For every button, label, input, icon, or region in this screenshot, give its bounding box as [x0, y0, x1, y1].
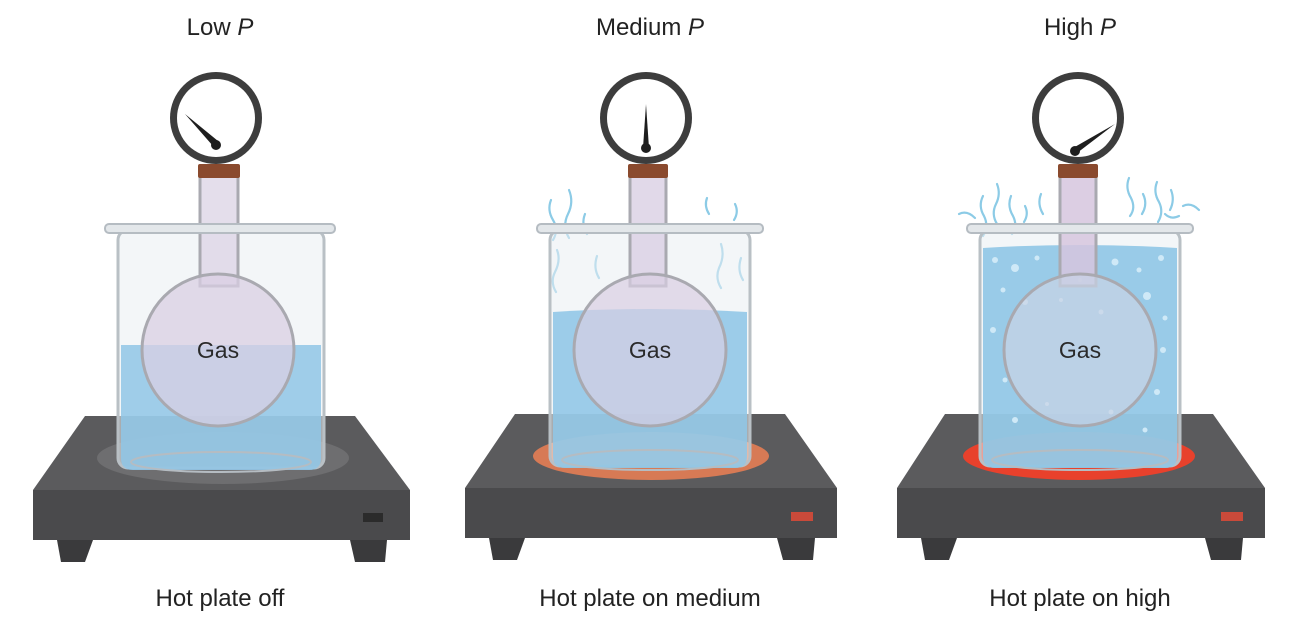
gas-label: Gas [629, 337, 671, 363]
title-prefix: Medium [595, 14, 682, 41]
stopper [1058, 164, 1098, 178]
apparatus-low: Gas [33, 72, 410, 562]
gauge-needle [643, 104, 649, 148]
pressure-symbol: P [237, 14, 254, 41]
apparatus-high: Gas [897, 72, 1265, 560]
plate-indicator-on [791, 512, 813, 521]
gas-label: Gas [197, 337, 239, 363]
gas-label: Gas [1059, 337, 1101, 363]
pressure-symbol: P [688, 14, 705, 41]
panel-caption: Hot plate off [155, 585, 285, 612]
title-prefix: High [1043, 14, 1094, 41]
pressure-gauge [600, 72, 692, 164]
gas-flask [572, 174, 728, 428]
title-prefix: Low [186, 14, 231, 41]
stopper [198, 164, 240, 178]
panel-low-pressure: Low P Gas Ho [5, 0, 435, 622]
gauge-needle [185, 114, 218, 146]
plate-indicator-off [363, 513, 383, 522]
panel-title: Low P [5, 14, 435, 42]
pressure-gauge [170, 72, 262, 164]
panel-title: Medium P [435, 14, 865, 42]
plate-indicator-on [1221, 512, 1243, 521]
gauge-needle [1073, 124, 1115, 153]
pressure-symbol: P [1100, 14, 1117, 41]
panel-title: High P [865, 14, 1295, 42]
apparatus-medium: Gas [465, 72, 837, 560]
pressure-gauge [1032, 72, 1124, 164]
panel-medium-pressure: Medium P Gas [435, 0, 865, 622]
panel-caption: Hot plate on high [989, 585, 1171, 612]
panel-high-pressure: High P [865, 0, 1295, 622]
panel-caption: Hot plate on medium [539, 585, 761, 612]
stopper [628, 164, 668, 178]
gas-flask [140, 174, 296, 428]
